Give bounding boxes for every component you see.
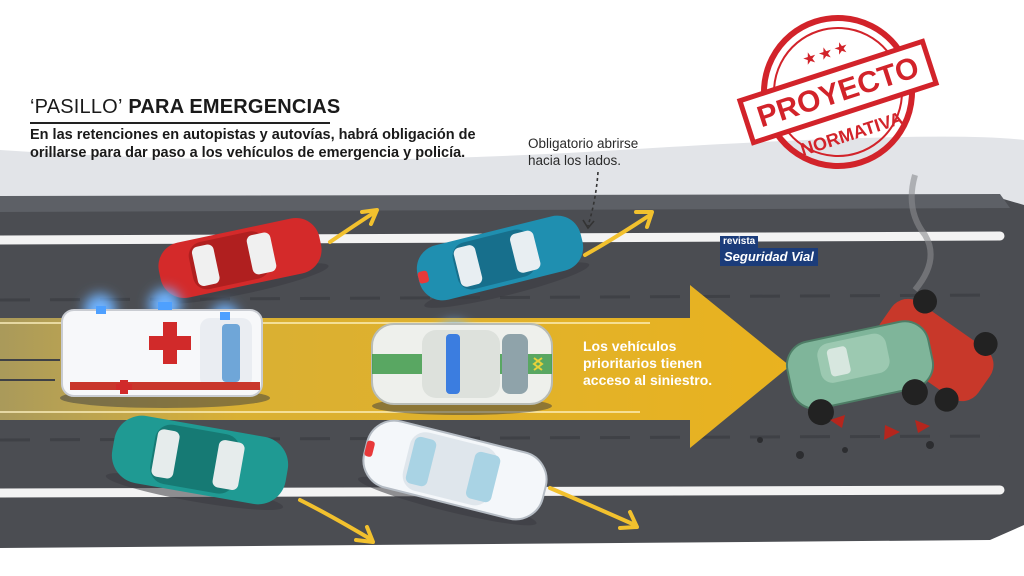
ambulance-light-1 bbox=[96, 306, 106, 314]
police-car-windshield bbox=[502, 334, 528, 394]
debris-dot-1 bbox=[757, 437, 763, 443]
teal-car-rear-window bbox=[151, 429, 180, 479]
overturned-car-wheel-2 bbox=[973, 331, 998, 356]
overturned-car-wheel-3 bbox=[934, 387, 959, 412]
debris-piece-1 bbox=[830, 415, 845, 428]
debris-piece-2 bbox=[884, 425, 900, 440]
arrow-white-car bbox=[548, 486, 637, 527]
side-arrows bbox=[298, 208, 654, 544]
teal-car bbox=[105, 415, 289, 510]
teal-car-windshield bbox=[212, 440, 245, 490]
crashed-car-wheel-1 bbox=[807, 399, 834, 426]
arrow-blue-car-head bbox=[634, 210, 654, 229]
arrow-teal-car-head bbox=[354, 525, 375, 544]
ambulance-light-3 bbox=[220, 312, 230, 320]
debris bbox=[830, 415, 930, 440]
red-car bbox=[158, 218, 329, 304]
callout-leader-arrowhead bbox=[582, 219, 595, 230]
debris-piece-3 bbox=[915, 420, 930, 433]
arrow-red-car bbox=[328, 210, 377, 244]
debris-dark bbox=[757, 437, 934, 459]
lateral-callout: Obligatorio abrirse hacia los lados. bbox=[528, 135, 708, 169]
brand-small-text: revista bbox=[720, 236, 759, 248]
ambulance-red-stripe bbox=[70, 382, 260, 390]
white-car bbox=[357, 419, 548, 526]
brand-name: Seguridad Vial bbox=[720, 248, 818, 266]
debris-dot-3 bbox=[842, 447, 848, 453]
page-description: En las retenciones en autopistas y autov… bbox=[30, 127, 476, 161]
red-car-windshield bbox=[246, 232, 277, 275]
page-title-rest: PARA EMERGENCIAS bbox=[122, 96, 341, 118]
blue-car-rear-window bbox=[453, 245, 483, 287]
crashed-car-window bbox=[826, 346, 851, 377]
police-car-lightbar bbox=[446, 334, 460, 394]
police-car-emblem bbox=[532, 357, 544, 371]
blue-car-windshield bbox=[510, 230, 541, 273]
ambulance bbox=[60, 289, 270, 408]
callout-leader-line bbox=[587, 171, 599, 227]
page-title-quoted-word: ‘PASILLO’ bbox=[30, 96, 123, 118]
police-car bbox=[371, 322, 553, 415]
callout-line-1: Obligatorio abrirse bbox=[528, 136, 639, 151]
accident-scene bbox=[757, 174, 998, 459]
highway-shoulder-top bbox=[0, 194, 1010, 212]
ambulance-windshield bbox=[222, 324, 240, 382]
arrow-label-line-2: prioritarios tienen bbox=[583, 355, 703, 371]
red-car-rear-window bbox=[191, 244, 220, 287]
ambulance-red-cross bbox=[149, 322, 191, 364]
arrow-blue-car bbox=[583, 213, 652, 257]
debris-dot-2 bbox=[796, 451, 804, 459]
stamp-banner bbox=[736, 38, 940, 146]
white-car-windshield bbox=[465, 451, 501, 503]
arrow-red-car-head bbox=[360, 208, 379, 226]
overturned-car-wheel-1 bbox=[913, 289, 938, 314]
ambulance-small-cross bbox=[116, 380, 132, 394]
white-car-tail-light bbox=[364, 440, 375, 457]
title-block: ‘PASILLO’ PARA EMERGENCIAS bbox=[30, 96, 340, 124]
ambulance-light-2 bbox=[158, 302, 172, 310]
revista-seguridad-vial-logo: revista Seguridad Vial bbox=[720, 236, 838, 268]
crashed-car-wheel-2 bbox=[901, 379, 928, 406]
police-car-roof bbox=[422, 330, 500, 398]
arrow-label-line-3: acceso al siniestro. bbox=[583, 372, 713, 388]
arrow-teal-car bbox=[298, 498, 374, 542]
debris-dot-4 bbox=[926, 441, 934, 449]
crashed-green-car bbox=[785, 320, 935, 426]
arrow-white-car-head bbox=[618, 510, 639, 530]
arrow-label-line-1: Los vehículos bbox=[583, 338, 677, 354]
page-title: ‘PASILLO’ PARA EMERGENCIAS bbox=[30, 96, 340, 119]
blue-car bbox=[416, 215, 590, 308]
corridor-arrow-label: Los vehículos prioritarios tienen acceso… bbox=[583, 338, 753, 389]
white-car-rear-window bbox=[405, 436, 437, 487]
blue-car-tail-light bbox=[417, 270, 430, 284]
callout-line-2: hacia los lados. bbox=[528, 153, 622, 168]
smoke-plume bbox=[908, 174, 934, 292]
